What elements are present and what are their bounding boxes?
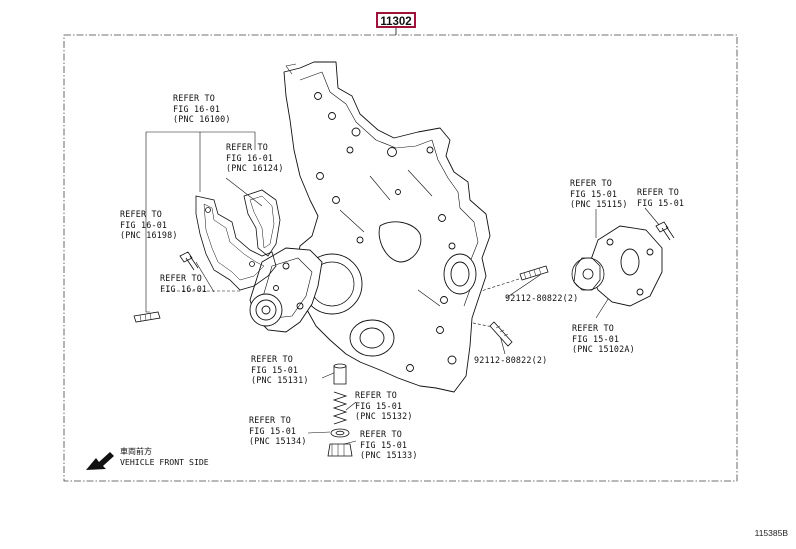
- oil-pump-rotor: [571, 257, 605, 291]
- vehicle-front-label-en: VEHICLE FRONT SIDE: [120, 457, 209, 467]
- timing-chain-cover: [283, 61, 491, 393]
- main-part-number: 11302: [376, 12, 416, 28]
- cover-gasket: [243, 189, 281, 257]
- relief-valve-parts: [327, 363, 353, 457]
- stud-bolts: [133, 265, 549, 347]
- diagram-frame: [63, 34, 738, 482]
- water-pump: [249, 247, 323, 333]
- stud-part-number: 92112-80822(2): [505, 293, 579, 303]
- vehicle-front-label: 車両前方 VEHICLE FRONT SIDE: [120, 446, 209, 468]
- stud-part-number: 92112-80822(2): [474, 355, 548, 365]
- water-pump-bolt: [179, 251, 199, 271]
- vehicle-front-arrow-icon: [86, 452, 114, 470]
- oil-pump-bolt: [655, 221, 675, 241]
- water-pump-gasket: [195, 195, 277, 291]
- figure-id: 115385B: [754, 528, 788, 538]
- vehicle-front-label-jp: 車両前方: [120, 447, 152, 456]
